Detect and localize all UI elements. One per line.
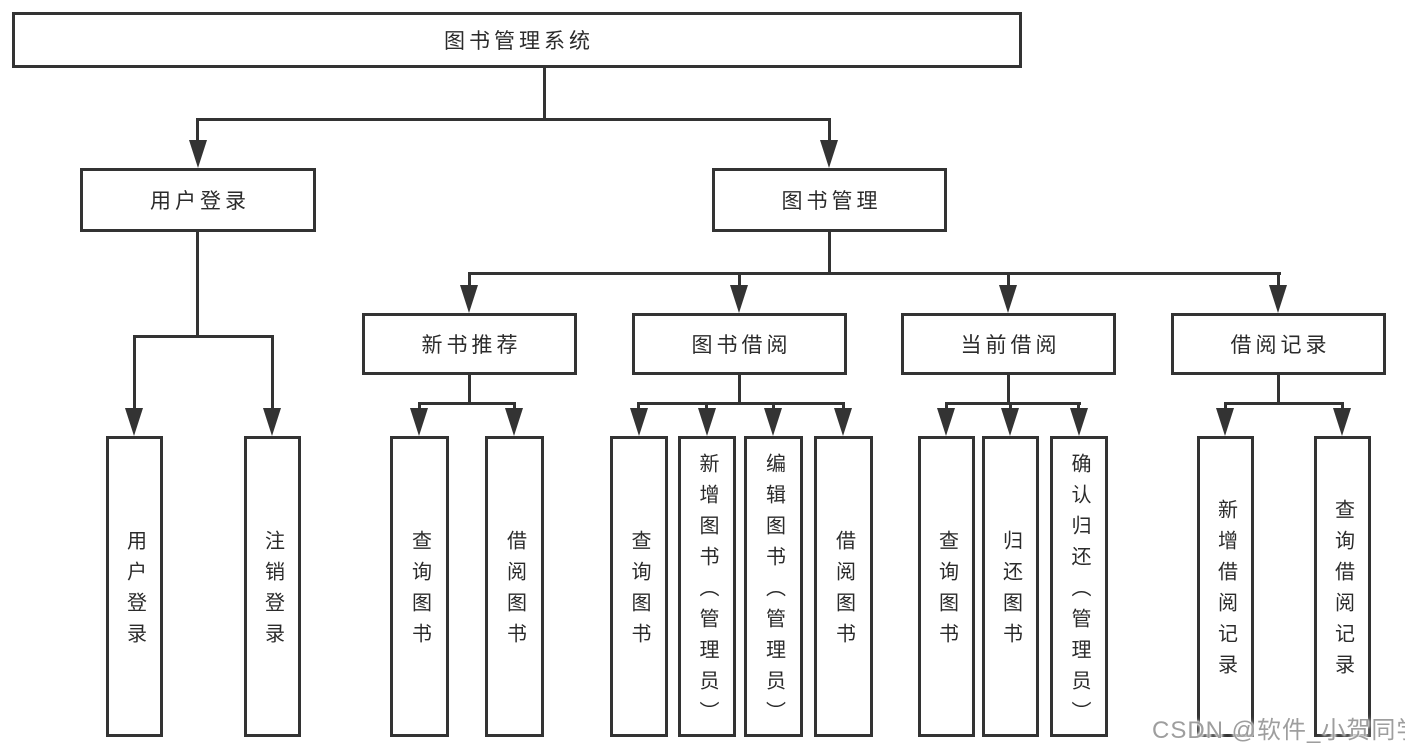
leaf-label: 注销登录	[261, 530, 284, 654]
node-book-management-label: 图书管理	[781, 190, 882, 213]
leaf-user-login: 用户登录	[106, 436, 163, 737]
connector-leaf-shaft	[705, 402, 708, 410]
connector-user-login-shaft	[196, 118, 199, 142]
leaf-logout: 注销登录	[244, 436, 301, 737]
connector-leaf-shaft	[133, 335, 136, 408]
leaf-label: 编辑图书（管理员）	[762, 452, 785, 732]
leaf-query-books-recommend: 查询图书	[390, 436, 449, 737]
connector-level3-rail	[468, 272, 1281, 275]
arrow-down-icon	[999, 285, 1017, 313]
node-borrow-records: 借阅记录	[1171, 313, 1386, 375]
connector-records-stem	[1277, 375, 1280, 404]
arrow-down-icon	[834, 408, 852, 436]
connector-user-login-rail	[133, 335, 274, 338]
leaf-label: 查询图书	[628, 530, 650, 654]
node-book-borrow: 图书借阅	[632, 313, 847, 375]
connector-bookborrow-rail	[637, 402, 845, 405]
leaf-borrow-books-recommend: 借阅图书	[485, 436, 544, 737]
arrow-down-icon	[460, 285, 478, 313]
node-current-borrow: 当前借阅	[901, 313, 1116, 375]
leaf-label: 查询图书	[408, 530, 431, 654]
leaf-label: 归还图书	[999, 530, 1022, 654]
connector-l3-shaft	[1007, 272, 1010, 287]
connector-records-rail	[1224, 402, 1344, 405]
connector-l3-shaft	[1277, 272, 1280, 287]
node-borrow-records-label: 借阅记录	[1230, 334, 1331, 357]
arrow-down-icon	[189, 140, 207, 168]
node-new-book-recommend: 新书推荐	[362, 313, 577, 375]
leaf-edit-book-admin: 编辑图书（管理员）	[744, 436, 803, 737]
connector-l3-shaft	[738, 272, 741, 287]
leaf-label: 新增图书（管理员）	[696, 452, 718, 732]
leaf-query-borrow-record: 查询借阅记录	[1314, 436, 1371, 737]
arrow-down-icon	[820, 140, 838, 168]
connector-newbook-stem	[468, 375, 471, 404]
node-user-login: 用户登录	[80, 168, 316, 232]
arrow-down-icon	[263, 408, 281, 436]
csdn-watermark: CSDN @软件_小贺同学	[1152, 717, 1405, 744]
arrow-down-icon	[410, 408, 428, 436]
arrow-down-icon	[730, 285, 748, 313]
connector-root-stem	[543, 68, 546, 118]
connector-leaf-shaft	[637, 402, 640, 410]
leaf-confirm-return-admin: 确认归还（管理员）	[1050, 436, 1108, 737]
arrow-down-icon	[505, 408, 523, 436]
connector-book-mgmt-shaft	[828, 118, 831, 142]
arrow-down-icon	[764, 408, 782, 436]
arrow-down-icon	[630, 408, 648, 436]
node-new-book-recommend-label: 新书推荐	[421, 334, 522, 357]
connector-book-mgmt-stem	[828, 232, 831, 272]
leaf-query-books-current: 查询图书	[918, 436, 975, 737]
leaf-label: 查询图书	[935, 530, 958, 654]
node-book-borrow-label: 图书借阅	[691, 334, 792, 357]
arrow-down-icon	[1333, 408, 1351, 436]
connector-leaf-shaft	[418, 402, 421, 410]
leaf-label: 借阅图书	[832, 530, 855, 654]
connector-leaf-shaft	[1224, 402, 1227, 410]
arrow-down-icon	[1001, 408, 1019, 436]
connector-leaf-shaft	[513, 402, 516, 410]
leaf-label: 查询借阅记录	[1331, 499, 1354, 685]
node-book-management: 图书管理	[712, 168, 947, 232]
arrow-down-icon	[1070, 408, 1088, 436]
arrow-down-icon	[1216, 408, 1234, 436]
leaf-add-borrow-record: 新增借阅记录	[1197, 436, 1254, 737]
leaf-label: 确认归还（管理员）	[1068, 452, 1090, 732]
connector-currentborrow-stem	[1007, 375, 1010, 404]
leaf-add-book-admin: 新增图书（管理员）	[678, 436, 736, 737]
node-root-label: 图书管理系统	[444, 30, 594, 53]
connector-newbook-rail	[418, 402, 516, 405]
leaf-label: 借阅图书	[503, 530, 526, 654]
leaf-label: 新增借阅记录	[1214, 499, 1237, 685]
leaf-label: 用户登录	[123, 530, 146, 654]
node-current-borrow-label: 当前借阅	[960, 334, 1061, 357]
connector-leaf-shaft	[1077, 402, 1080, 410]
arrow-down-icon	[698, 408, 716, 436]
connector-leaf-shaft	[842, 402, 845, 410]
connector-leaf-shaft	[945, 402, 948, 410]
leaf-borrow-books: 借阅图书	[814, 436, 873, 737]
connector-leaf-shaft	[1009, 402, 1012, 410]
node-root: 图书管理系统	[12, 12, 1022, 68]
connector-leaf-shaft	[271, 335, 274, 408]
connector-l3-shaft	[468, 272, 471, 287]
connector-leaf-shaft	[772, 402, 775, 410]
connector-level2-rail	[196, 118, 831, 121]
leaf-query-books-borrow: 查询图书	[610, 436, 668, 737]
connector-bookborrow-stem	[738, 375, 741, 404]
arrow-down-icon	[125, 408, 143, 436]
connector-leaf-shaft	[1341, 402, 1344, 410]
arrow-down-icon	[1269, 285, 1287, 313]
connector-currentborrow-rail	[945, 402, 1081, 405]
node-user-login-label: 用户登录	[150, 190, 250, 213]
arrow-down-icon	[937, 408, 955, 436]
connector-user-login-stem	[196, 232, 199, 335]
leaf-return-book: 归还图书	[982, 436, 1039, 737]
